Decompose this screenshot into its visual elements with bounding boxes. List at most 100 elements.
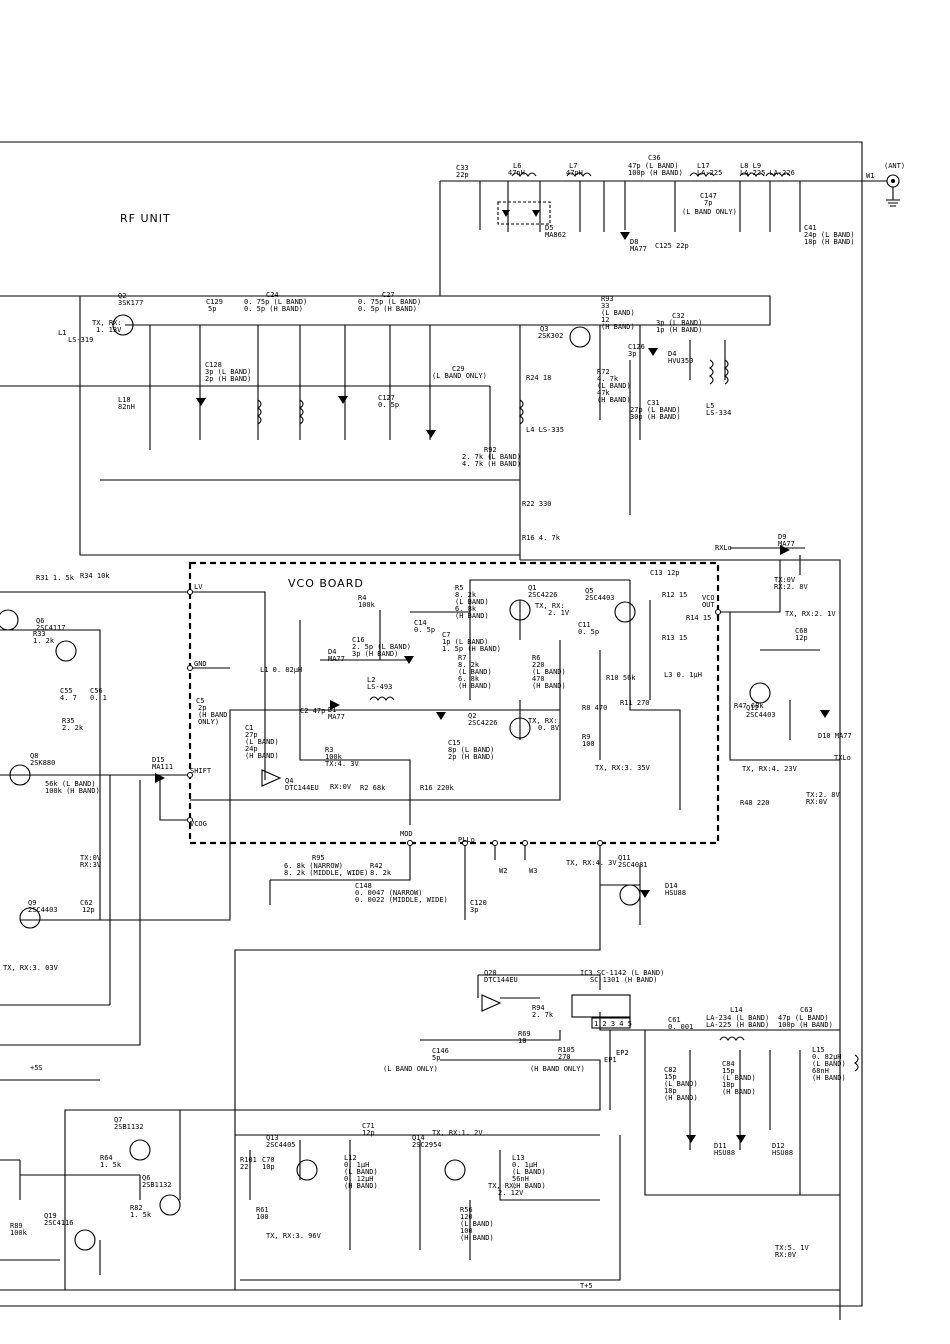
component-label-c147v: 7p bbox=[704, 199, 712, 207]
component-label-r100k: 100k (H BAND) bbox=[45, 787, 100, 795]
component-label-c127v: 0. 5p bbox=[378, 401, 399, 409]
component-label-l13v4: (H BAND) bbox=[512, 1182, 546, 1190]
component-label-c55v: 4. 7 bbox=[60, 694, 77, 702]
component-label-c24: C24 bbox=[266, 291, 279, 299]
component-label-vcog: VCOG bbox=[190, 820, 207, 828]
component-label-q7v: 2SB1132 bbox=[114, 1123, 144, 1131]
component-label-c16v2: 3p (H BAND) bbox=[352, 650, 398, 658]
component-label-l2v: LS-493 bbox=[367, 683, 392, 691]
component-label-d5: D5 bbox=[545, 224, 553, 232]
component-label-c5v2: (H BAND bbox=[198, 711, 228, 719]
component-label-r47: R47 68k bbox=[734, 702, 764, 710]
component-label-q3v: 2SK302 bbox=[538, 332, 563, 340]
component-label-c148v1: 0. 0047 (NARROW) bbox=[355, 889, 422, 897]
component-label-c146v: 5p bbox=[432, 1054, 440, 1062]
component-label-c14v: 0. 5p bbox=[414, 626, 435, 634]
component-label-c71v: 12p bbox=[362, 1129, 375, 1137]
component-label-l18: L18 bbox=[118, 396, 131, 404]
component-label-q19: Q19 bbox=[44, 1212, 57, 1220]
component-label-c70: C70 bbox=[262, 1156, 275, 1164]
component-label-c128v2: 2p (H BAND) bbox=[205, 375, 251, 383]
component-label-q4: Q4 bbox=[285, 777, 293, 785]
component-label-c27v2: 0. 5p (H BAND) bbox=[358, 305, 417, 313]
component-label-d4bv: MA77 bbox=[328, 655, 345, 663]
component-label-q20v: DTC144EU bbox=[484, 976, 518, 984]
component-label-d11: D11 bbox=[714, 1142, 727, 1150]
component-label-l6v: 47nH bbox=[508, 169, 525, 177]
component-label-r72v3: 47k bbox=[597, 389, 610, 397]
svg-text:1 2 3 4 5: 1 2 3 4 5 bbox=[594, 1020, 632, 1028]
component-label-txrx12: TX, RX:3. 96V bbox=[266, 1232, 322, 1240]
component-label-c147b: (L BAND ONLY) bbox=[682, 208, 737, 216]
component-label-r72v4: (H BAND) bbox=[597, 396, 631, 404]
component-label-r9v: 100 bbox=[582, 740, 595, 748]
component-label-c61: C61 bbox=[668, 1016, 681, 1024]
component-label-c146: C146 bbox=[432, 1047, 449, 1055]
component-label-l7v: 47nH bbox=[566, 169, 583, 177]
component-label-r5v2: (L BAND) bbox=[455, 598, 489, 606]
antenna-connector bbox=[886, 174, 900, 207]
component-label-r42: R42 bbox=[370, 862, 383, 870]
component-label-c147: C147 bbox=[700, 192, 717, 200]
component-label-c82: C82 bbox=[664, 1066, 677, 1074]
component-label-c1v1: 27p bbox=[245, 731, 258, 739]
component-label-c31v1: 27p (L BAND) bbox=[630, 406, 681, 414]
component-label-txlo: TXLo bbox=[834, 754, 851, 762]
component-label-c1v2: (L BAND) bbox=[245, 738, 279, 746]
component-label-l6: L6 bbox=[513, 162, 521, 170]
component-label-w3: W3 bbox=[529, 867, 537, 875]
component-label-shift: SHIFT bbox=[190, 767, 212, 775]
component-label-q13v: 2SC4405 bbox=[266, 1141, 296, 1149]
component-label-c5v3: ONLY) bbox=[198, 718, 219, 726]
component-label-c41v2: 18p (H BAND) bbox=[804, 238, 855, 246]
component-label-c129v: 5p bbox=[208, 305, 216, 313]
component-label-l1v: LS-319 bbox=[68, 336, 93, 344]
component-label-c27: C27 bbox=[382, 291, 395, 299]
vco-board-outline bbox=[188, 561, 720, 845]
component-label-r95: R95 bbox=[312, 854, 325, 862]
component-label-q2: Q2 bbox=[118, 292, 126, 300]
component-label-d10: D10 MA77 bbox=[818, 732, 852, 740]
component-label-l1: L1 bbox=[58, 329, 66, 337]
component-label-q5: Q5 bbox=[585, 587, 593, 595]
component-label-q3: Q3 bbox=[540, 325, 548, 333]
component-label-c126v: 3p bbox=[628, 350, 636, 358]
component-label-c14: C14 bbox=[414, 619, 427, 627]
component-label-r101: R101 bbox=[240, 1156, 257, 1164]
component-label-r6v4: (H BAND) bbox=[532, 682, 566, 690]
component-label-q6v: 2SC4117 bbox=[36, 624, 66, 632]
component-label-r56v4: (H BAND) bbox=[460, 1234, 494, 1242]
component-label-r9: R9 bbox=[582, 733, 590, 741]
component-label-c84v2: (L BAND) bbox=[722, 1074, 756, 1082]
component-label-r93b2: 12 bbox=[601, 316, 609, 324]
component-label-r4: R4 bbox=[358, 594, 366, 602]
component-label-c126: C126 bbox=[628, 343, 645, 351]
component-label-r4v: 100k bbox=[358, 601, 376, 609]
component-label-l14v1: LA-234 (L BAND) bbox=[706, 1014, 769, 1022]
component-label-r5v3: 6. 8k bbox=[455, 605, 477, 613]
component-label-q1: Q1 bbox=[528, 584, 536, 592]
component-label-r48: R48 220 bbox=[740, 799, 770, 807]
component-label-q2bv: 2SC4226 bbox=[468, 719, 498, 727]
component-label-c15v1: 8p (L BAND) bbox=[448, 746, 494, 754]
component-label-c2: C2 47p bbox=[300, 707, 325, 715]
component-label-d8: D8 bbox=[630, 238, 638, 246]
component-label-txrx7: TX, RX:4. 23V bbox=[742, 765, 798, 773]
wiring bbox=[0, 172, 887, 1320]
component-label-r7v1: 8. 2k bbox=[458, 661, 480, 669]
component-label-txrx5: TX, RX:3. 35V bbox=[595, 764, 651, 772]
component-label-c1v3: 24p bbox=[245, 745, 258, 753]
component-label-r92v2: 4. 7k (H BAND) bbox=[462, 460, 521, 468]
component-label-r82: R82 bbox=[130, 1204, 143, 1212]
component-label-d5v: MA862 bbox=[545, 231, 566, 239]
component-label-r89v: 100k bbox=[10, 1229, 28, 1237]
component-label-d4b: D4 bbox=[328, 648, 336, 656]
component-label-q1v: 2SC4226 bbox=[528, 591, 558, 599]
component-label-c11v: 0. 5p bbox=[578, 628, 599, 636]
component-label-r34: R34 10k bbox=[80, 572, 110, 580]
component-label-q19v: 2SC4116 bbox=[44, 1219, 74, 1227]
component-label-vs: +5S bbox=[30, 1064, 43, 1072]
sheet-frame bbox=[0, 141, 863, 1307]
component-label-r33v: 1. 2k bbox=[33, 637, 55, 645]
